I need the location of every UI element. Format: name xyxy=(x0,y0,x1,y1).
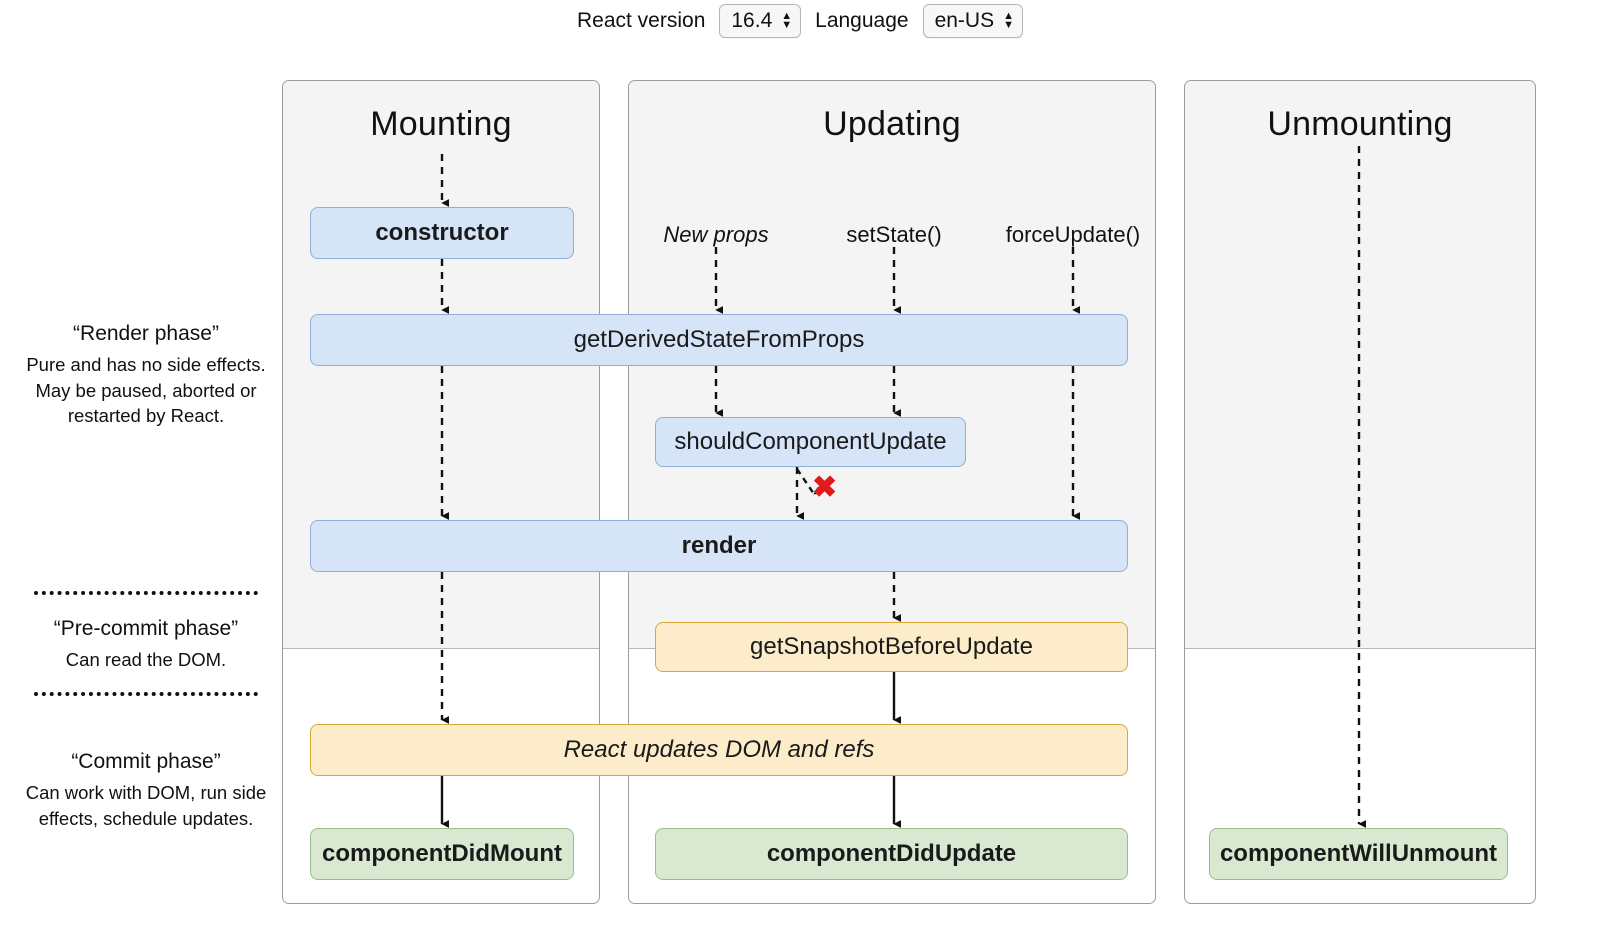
node-render[interactable]: render xyxy=(310,520,1128,572)
phase-divider-top xyxy=(34,591,258,595)
react-version-select[interactable]: 16.4 ▲ ▼ xyxy=(719,4,802,39)
language-select[interactable]: en-US ▲ ▼ xyxy=(922,4,1023,39)
react-version-value: 16.4 xyxy=(731,9,773,32)
node-component-will-unmount[interactable]: componentWillUnmount xyxy=(1209,828,1508,880)
column-title-unmounting: Unmounting xyxy=(1267,105,1453,143)
node-component-did-update[interactable]: componentDidUpdate xyxy=(655,828,1128,880)
skip-render-x-icon: ✖ xyxy=(812,471,838,504)
language-value: en-US xyxy=(934,9,995,32)
node-react-updates-dom-and-refs: React updates DOM and refs xyxy=(310,724,1128,776)
phase-render-desc: Pure and has no side effects. May be pau… xyxy=(26,354,266,427)
column-mounting: Mounting xyxy=(282,80,600,904)
stepper-up-icon[interactable]: ▲ xyxy=(1003,9,1014,22)
node-constructor[interactable]: constructor xyxy=(310,207,574,259)
column-render-region xyxy=(1185,81,1535,649)
phase-commit: “Commit phase” Can work with DOM, run si… xyxy=(20,750,272,831)
toolbar: React version 16.4 ▲ ▼ Language en-US ▲ … xyxy=(0,4,1600,39)
stepper-icon[interactable]: ▲ ▼ xyxy=(1003,9,1014,31)
trigger-new-props: New props xyxy=(663,222,769,247)
phase-commit-title: “Commit phase” xyxy=(71,750,221,773)
column-title-mounting: Mounting xyxy=(370,105,512,143)
stepper-icon[interactable]: ▲ ▼ xyxy=(781,9,793,31)
stepper-down-icon[interactable]: ▼ xyxy=(1003,18,1014,31)
phase-precommit: “Pre-commit phase” Can read the DOM. xyxy=(20,617,272,673)
react-version-label: React version xyxy=(576,9,706,33)
stepper-down-icon[interactable]: ▼ xyxy=(781,18,793,31)
phase-precommit-desc: Can read the DOM. xyxy=(65,649,227,670)
node-should-component-update[interactable]: shouldComponentUpdate xyxy=(655,417,966,467)
column-updating: Updating xyxy=(628,80,1156,904)
node-get-snapshot-before-update[interactable]: getSnapshotBeforeUpdate xyxy=(655,622,1128,672)
phase-render-title: “Render phase” xyxy=(73,322,219,345)
column-title-updating: Updating xyxy=(823,105,961,143)
phase-divider-bottom xyxy=(34,692,258,696)
trigger-force-update: forceUpdate() xyxy=(1005,222,1141,247)
column-unmounting: Unmounting xyxy=(1184,80,1536,904)
node-component-did-mount[interactable]: componentDidMount xyxy=(310,828,574,880)
node-get-derived-state-from-props[interactable]: getDerivedStateFromProps xyxy=(310,314,1128,366)
phase-render: “Render phase” Pure and has no side effe… xyxy=(20,322,272,429)
phase-precommit-title: “Pre-commit phase” xyxy=(53,617,239,640)
language-label: Language xyxy=(815,9,909,33)
trigger-set-state: setState() xyxy=(846,222,942,247)
stepper-up-icon[interactable]: ▲ xyxy=(781,9,793,22)
phase-commit-desc: Can work with DOM, run side effects, sch… xyxy=(25,782,267,829)
